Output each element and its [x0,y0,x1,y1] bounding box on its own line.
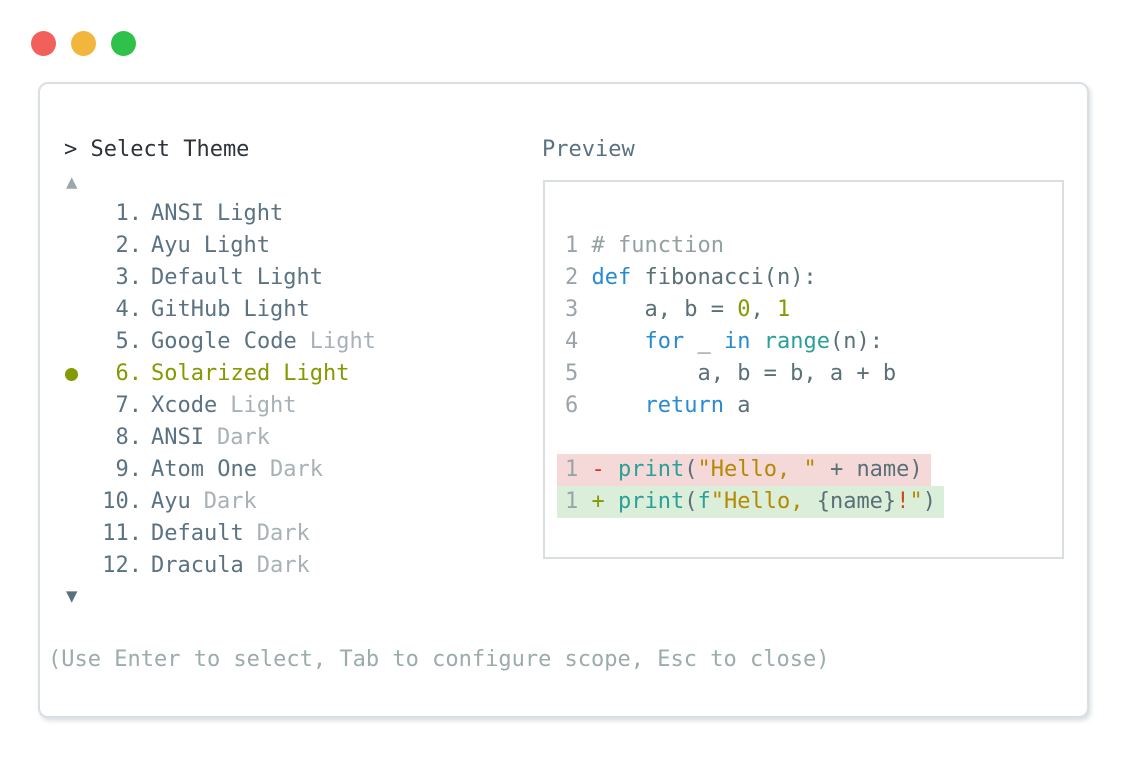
selected-bullet-icon [64,368,102,381]
preview-code: 1 # function 2 def fibonacci(n): 3 a, b = … [545,182,1062,518]
theme-variant: Dark [203,489,257,514]
theme-number: 3. [115,265,143,290]
theme-list-item[interactable]: 9. Atom One Dark [40,454,540,486]
theme-number: 2. [115,233,143,258]
code-line [565,422,1062,454]
code-line: 3 a, b = 0, 1 [565,297,791,322]
code-line: 5 a, b = b, a + b [565,361,897,386]
theme-number: 8. [115,425,143,450]
theme-name: Ayu [151,489,191,514]
theme-variant: Light [230,393,297,418]
diff-line-removed: 1 - print("Hello, " + name) [557,454,931,486]
theme-number: 5. [115,329,143,354]
theme-list: 1. ANSI Light 2. Ayu Light 3. Default Li… [40,198,540,582]
theme-name: Google Code [151,329,297,354]
theme-variant: Light [216,201,284,226]
theme-variant: Light [309,329,376,354]
theme-selector-panel: > Select Theme Preview ▲ 1. ANSI Light 2… [38,82,1089,718]
theme-list-item[interactable]: 8. ANSI Dark [40,422,540,454]
theme-list-item[interactable]: 6. Solarized Light [40,358,540,390]
theme-number: 1. [115,201,143,226]
theme-variant: Light [203,233,270,258]
theme-name: Ayu [151,233,191,258]
theme-name: ANSI [151,201,204,226]
theme-list-item[interactable]: 5. Google Code Light [40,326,540,358]
code-line: 4 for _ in range(n): [565,329,883,354]
theme-list-item[interactable]: 3. Default Light [40,262,540,294]
theme-variant: Dark [256,521,310,546]
preview-pane: 1 # function 2 def fibonacci(n): 3 a, b = … [543,180,1064,559]
theme-name: Atom One [151,457,257,482]
minimize-button[interactable] [71,31,96,56]
preview-label: Preview [542,137,635,162]
theme-list-item[interactable]: 4. GitHub Light [40,294,540,326]
theme-name: Dracula [151,553,244,578]
theme-number: 12. [102,553,142,578]
theme-list-item[interactable]: 10. Ayu Dark [40,486,540,518]
theme-list-item[interactable]: 12. Dracula Dark [40,550,540,582]
theme-name: Xcode [151,393,218,418]
keyboard-hint: (Use Enter to select, Tab to configure s… [48,647,830,672]
theme-number: 9. [115,457,143,482]
diff-line-added: 1 + print(f"Hello, {name}!") [557,486,944,518]
close-button[interactable] [31,31,56,56]
theme-number: 7. [115,393,143,418]
code-line: 6 return a [565,393,751,418]
code-line: 2 def fibonacci(n): [565,265,817,290]
theme-variant: Light [243,297,310,322]
theme-number: 6. [115,361,143,386]
theme-name: ANSI [151,425,204,450]
theme-variant: Dark [269,457,323,482]
theme-variant: Light [283,361,350,386]
theme-list-item[interactable]: 1. ANSI Light [40,198,540,230]
theme-number: 4. [115,297,143,322]
theme-name: Solarized [151,361,271,386]
theme-name: GitHub [151,297,231,322]
theme-variant: Dark [256,553,310,578]
code-line: 1 # function [565,233,724,258]
theme-variant: Light [256,265,323,290]
theme-number: 11. [102,521,142,546]
theme-list-item[interactable]: 7. Xcode Light [40,390,540,422]
zoom-button[interactable] [111,31,136,56]
scroll-up-icon[interactable]: ▲ [66,171,78,193]
theme-number: 10. [102,489,142,514]
theme-variant: Dark [216,425,270,450]
theme-list-item[interactable]: 11. Default Dark [40,518,540,550]
window-controls [31,31,136,56]
theme-name: Default [151,265,244,290]
scroll-down-icon[interactable]: ▼ [66,585,78,607]
theme-list-item[interactable]: 2. Ayu Light [40,230,540,262]
theme-name: Default [151,521,244,546]
select-theme-prompt: > Select Theme [64,137,250,162]
